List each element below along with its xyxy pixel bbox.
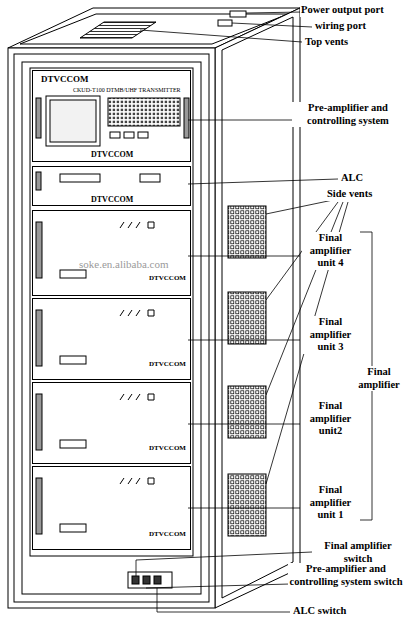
panel-text: DTVCCOM — [149, 445, 186, 452]
button — [110, 132, 120, 138]
front-frame — [14, 54, 209, 602]
leader-line — [188, 120, 292, 121]
panel-text: DTVCCOM — [91, 151, 133, 159]
leader-line — [246, 12, 302, 13]
rack-panel: DTVCCOM — [32, 466, 191, 550]
callout-label: wiring port — [314, 20, 396, 33]
callout-label: Final amplifier unit 1 — [302, 484, 359, 522]
rack-panel: DTVCCOM — [32, 298, 191, 380]
front-frame — [22, 62, 201, 594]
preamp-switch — [143, 576, 150, 584]
handle — [36, 310, 42, 366]
callout-label: Final amplifier — [354, 366, 404, 391]
rack-panel: DTVCCOM — [32, 382, 191, 464]
leader-line — [188, 256, 300, 257]
leader-line — [232, 23, 312, 27]
warning-label — [60, 270, 86, 278]
bracket-line — [360, 232, 372, 233]
leader-line — [136, 552, 312, 560]
callout-label: ALC switch — [292, 605, 374, 618]
handle — [36, 222, 42, 278]
switch-panel — [128, 572, 172, 588]
leader-line — [188, 508, 300, 509]
alc-display — [60, 174, 100, 182]
bracket-line — [360, 520, 372, 521]
leader-line — [266, 200, 333, 214]
leader-line — [266, 202, 343, 395]
callout-label: Top vents — [304, 36, 386, 49]
handle — [184, 98, 189, 138]
panel-text: DTVCCOM — [149, 275, 186, 282]
warning-label — [60, 440, 86, 448]
final-amplifier-switch — [132, 576, 139, 584]
leader-line — [188, 340, 300, 341]
power-output-port — [230, 11, 246, 17]
rack-panel: DTVCCOM — [32, 210, 191, 296]
leader-line — [188, 424, 300, 425]
panel-text: CKUD-T100 DTMB/UHF TRANSMITTER — [73, 87, 181, 93]
callout-label: Pre-amplifier and controlling system — [292, 102, 404, 127]
callout-label: Power output port — [300, 4, 404, 17]
button — [138, 132, 148, 138]
leader-line — [140, 30, 302, 42]
cabinet-body — [8, 8, 300, 608]
handle — [36, 394, 42, 450]
callout-label: Pre-amplifier and controlling system swi… — [288, 563, 404, 588]
warning-label — [60, 356, 86, 364]
leader-line — [188, 179, 338, 184]
side-vent — [228, 206, 266, 258]
panel-text: DTVCCOM — [41, 75, 89, 84]
callout-label: Side vents — [326, 188, 398, 201]
cabinet-front — [8, 48, 215, 608]
panel-text: DTVCCOM — [149, 531, 186, 538]
handle — [36, 172, 41, 190]
side-frame — [222, 17, 293, 598]
warning-label — [60, 524, 86, 532]
callout-label: Final amplifier unit 4 — [302, 232, 359, 270]
panel-text: DTVCCOM — [149, 361, 186, 368]
alc-display — [140, 174, 160, 182]
callout-label: Final amplifier unit2 — [302, 400, 359, 438]
wiring-port — [218, 20, 232, 26]
leader-line — [146, 584, 290, 588]
preamp-details — [36, 96, 189, 190]
rack-opening — [30, 68, 193, 556]
leader-line — [157, 588, 158, 612]
callout-label: Final amplifier switch — [312, 540, 404, 565]
display-screen — [50, 100, 96, 142]
display-screen — [46, 96, 100, 146]
front-vent — [108, 98, 180, 126]
side-vent — [228, 386, 266, 438]
side-vent — [228, 474, 266, 536]
leader-line — [157, 612, 290, 613]
switch-box — [128, 572, 172, 588]
rack-panel: DTVCCOM CKUD-T100 DTMB/UHF TRANSMITTER DTV… — [32, 70, 191, 162]
handle — [36, 478, 42, 534]
handle — [36, 98, 41, 138]
leader-line — [136, 560, 137, 576]
callout-label: Final amplifier unit 3 — [302, 316, 359, 354]
panel-text: DTVCCOM — [91, 196, 133, 204]
button — [124, 132, 134, 138]
side-vent — [228, 292, 266, 344]
watermark: soke.en.alibaba.com — [78, 258, 180, 271]
cabinet-side — [215, 8, 300, 608]
callout-label: ALC — [340, 172, 382, 185]
alc-switch — [154, 576, 161, 584]
rack-panel: DTVCCOM — [32, 166, 191, 206]
